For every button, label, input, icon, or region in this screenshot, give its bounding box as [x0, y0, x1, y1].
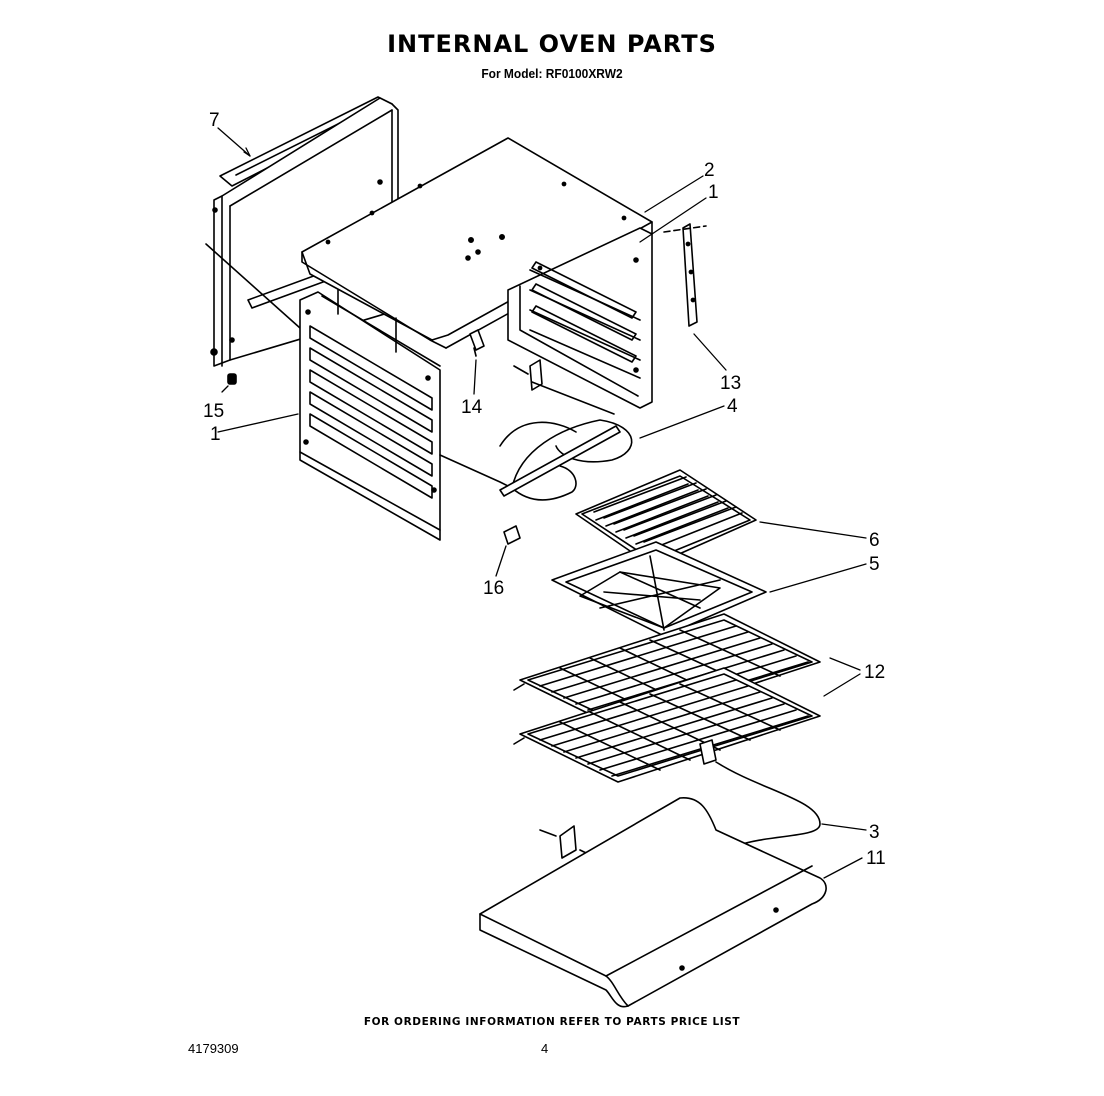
callout-6: 6 [869, 530, 880, 551]
callout-14: 14 [461, 397, 483, 418]
right-side-panel-part-1 [507, 227, 653, 409]
left-side-panel-part-1 [299, 289, 441, 541]
clip-part-16 [503, 525, 521, 545]
screw-part-15 [227, 373, 237, 385]
broiler-grid-part-6 [575, 469, 757, 567]
callout-12: 12 [864, 662, 885, 683]
strip-part-13 [663, 223, 707, 327]
callout-1-left: 1 [210, 424, 221, 445]
leader-lines [217, 127, 867, 879]
broiler-pan-part-5 [551, 541, 767, 637]
callout-16: 16 [483, 578, 504, 599]
bottom-panel-part-11 [479, 797, 827, 1008]
oven-rack-upper-part-12 [513, 613, 821, 729]
callout-2: 2 [704, 160, 715, 181]
bake-element-part-4 [439, 359, 633, 501]
bracket-part-14 [469, 329, 485, 357]
callout-7: 7 [209, 110, 220, 131]
callout-13: 13 [720, 373, 741, 394]
ordering-note: FOR ORDERING INFORMATION REFER TO PARTS … [363, 1016, 741, 1028]
callout-15: 15 [203, 401, 224, 422]
oven-rack-lower-part-12 [513, 667, 821, 783]
callout-labels: 7 2 1 13 4 15 1 14 6 16 5 12 3 11 [203, 110, 886, 869]
callout-5: 5 [869, 554, 880, 575]
callout-1-right: 1 [708, 182, 719, 203]
callout-4: 4 [727, 396, 738, 417]
page-number: 4 [541, 1041, 549, 1056]
callout-11: 11 [866, 848, 886, 869]
document-number: 4179309 [188, 1041, 239, 1056]
callout-3: 3 [869, 822, 880, 843]
model-line: For Model: RF0100XRW2 [481, 66, 623, 81]
page-title: INTERNAL OVEN PARTS [387, 30, 717, 58]
